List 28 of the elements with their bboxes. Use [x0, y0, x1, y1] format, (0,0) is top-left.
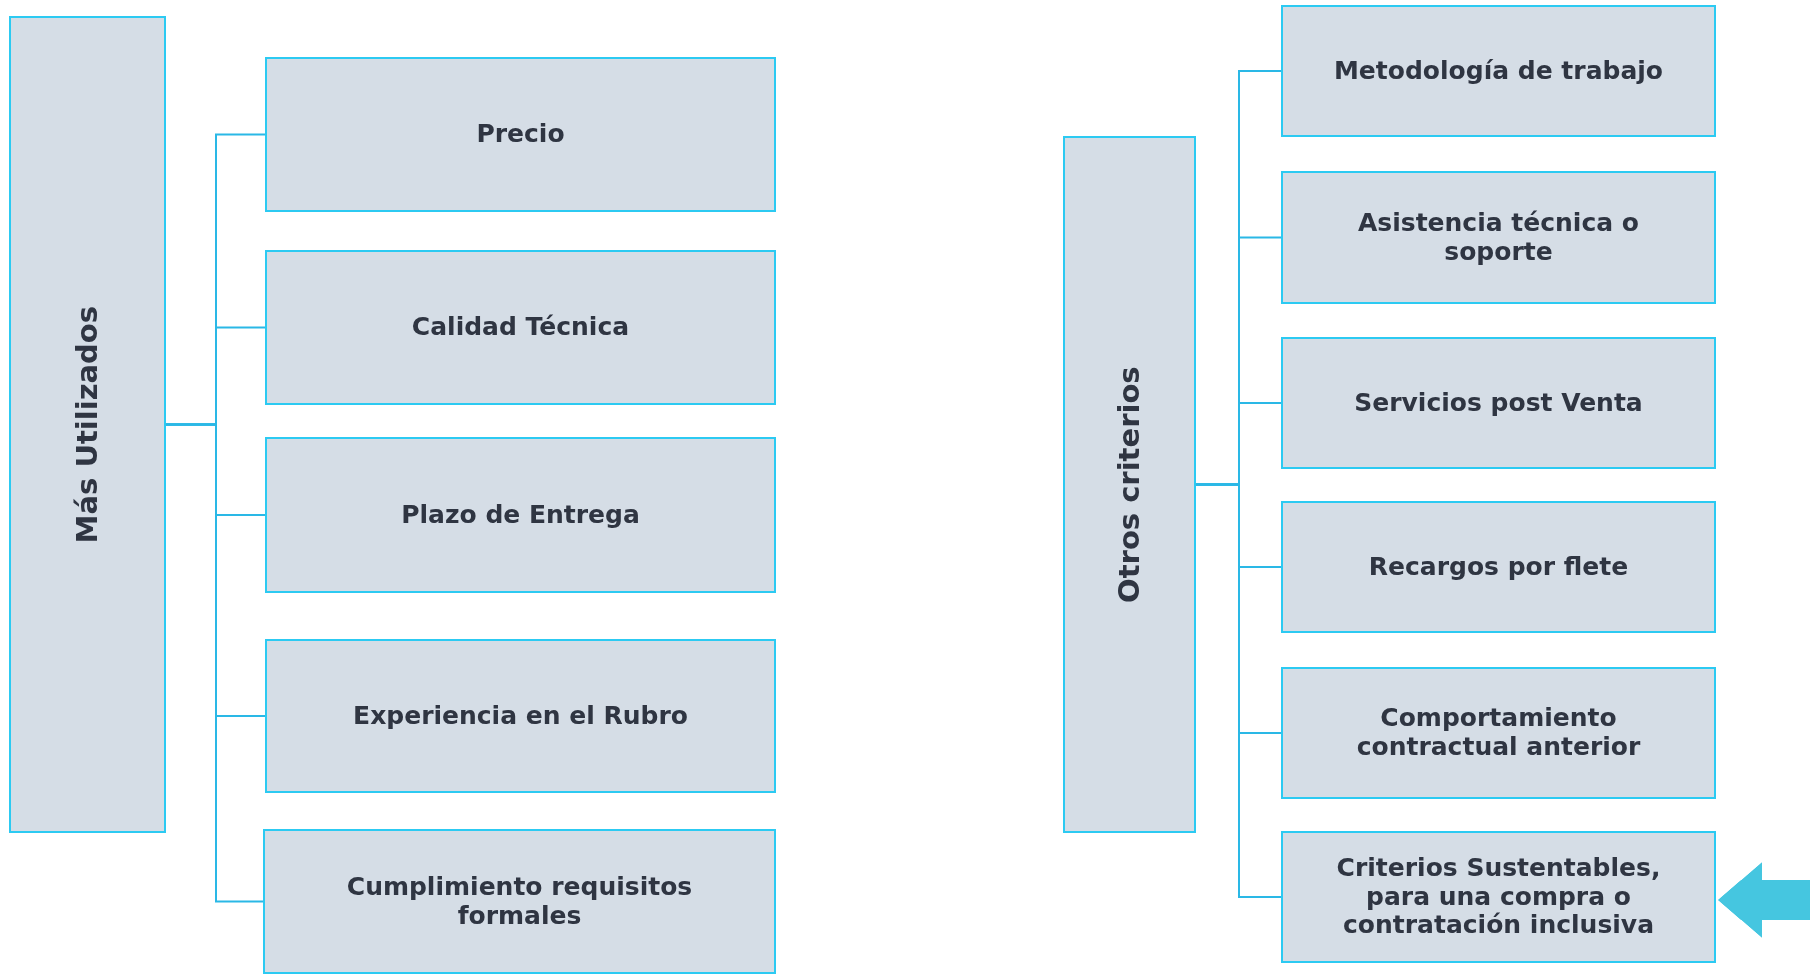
arrow	[1718, 862, 1810, 938]
criterion-box	[1281, 501, 1716, 633]
criterion-label: Experiencia en el Rubro	[353, 701, 688, 731]
criterion-box	[265, 250, 776, 405]
category-label: Más Utilizados	[70, 305, 105, 544]
criterion-box	[1281, 667, 1716, 799]
criterion-box	[1281, 337, 1716, 469]
criterion-label: Comportamiento contractual anterior	[1355, 704, 1642, 762]
criterion-label: Criterios Sustentables, para una compra o contratación inclusiva	[1335, 853, 1662, 941]
criterion-label: Metodología de trabajo	[1334, 56, 1663, 86]
criterion-box	[1281, 171, 1716, 304]
category-box	[9, 16, 166, 833]
criterion-box	[263, 829, 776, 974]
connector-line	[165, 423, 264, 903]
category-label: Otros criterios	[1112, 366, 1147, 603]
criterion-box	[265, 57, 776, 212]
category-box	[1063, 136, 1196, 833]
criterion-label: Calidad Técnica	[411, 313, 630, 342]
criterion-label: Recargos por flete	[1368, 552, 1629, 582]
criterion-label: Asistencia técnica o soporte	[1357, 208, 1640, 267]
criterion-box	[1281, 5, 1716, 137]
criterion-label: Cumplimiento requisitos formales	[345, 872, 694, 931]
criterion-label: Precio	[476, 120, 565, 149]
criterion-label: Servicios post Venta	[1354, 388, 1643, 418]
criterion-label: Plazo de Entrega	[401, 500, 640, 530]
criterion-box	[265, 639, 776, 793]
criterion-box	[1281, 831, 1716, 963]
criterion-box	[265, 437, 776, 593]
